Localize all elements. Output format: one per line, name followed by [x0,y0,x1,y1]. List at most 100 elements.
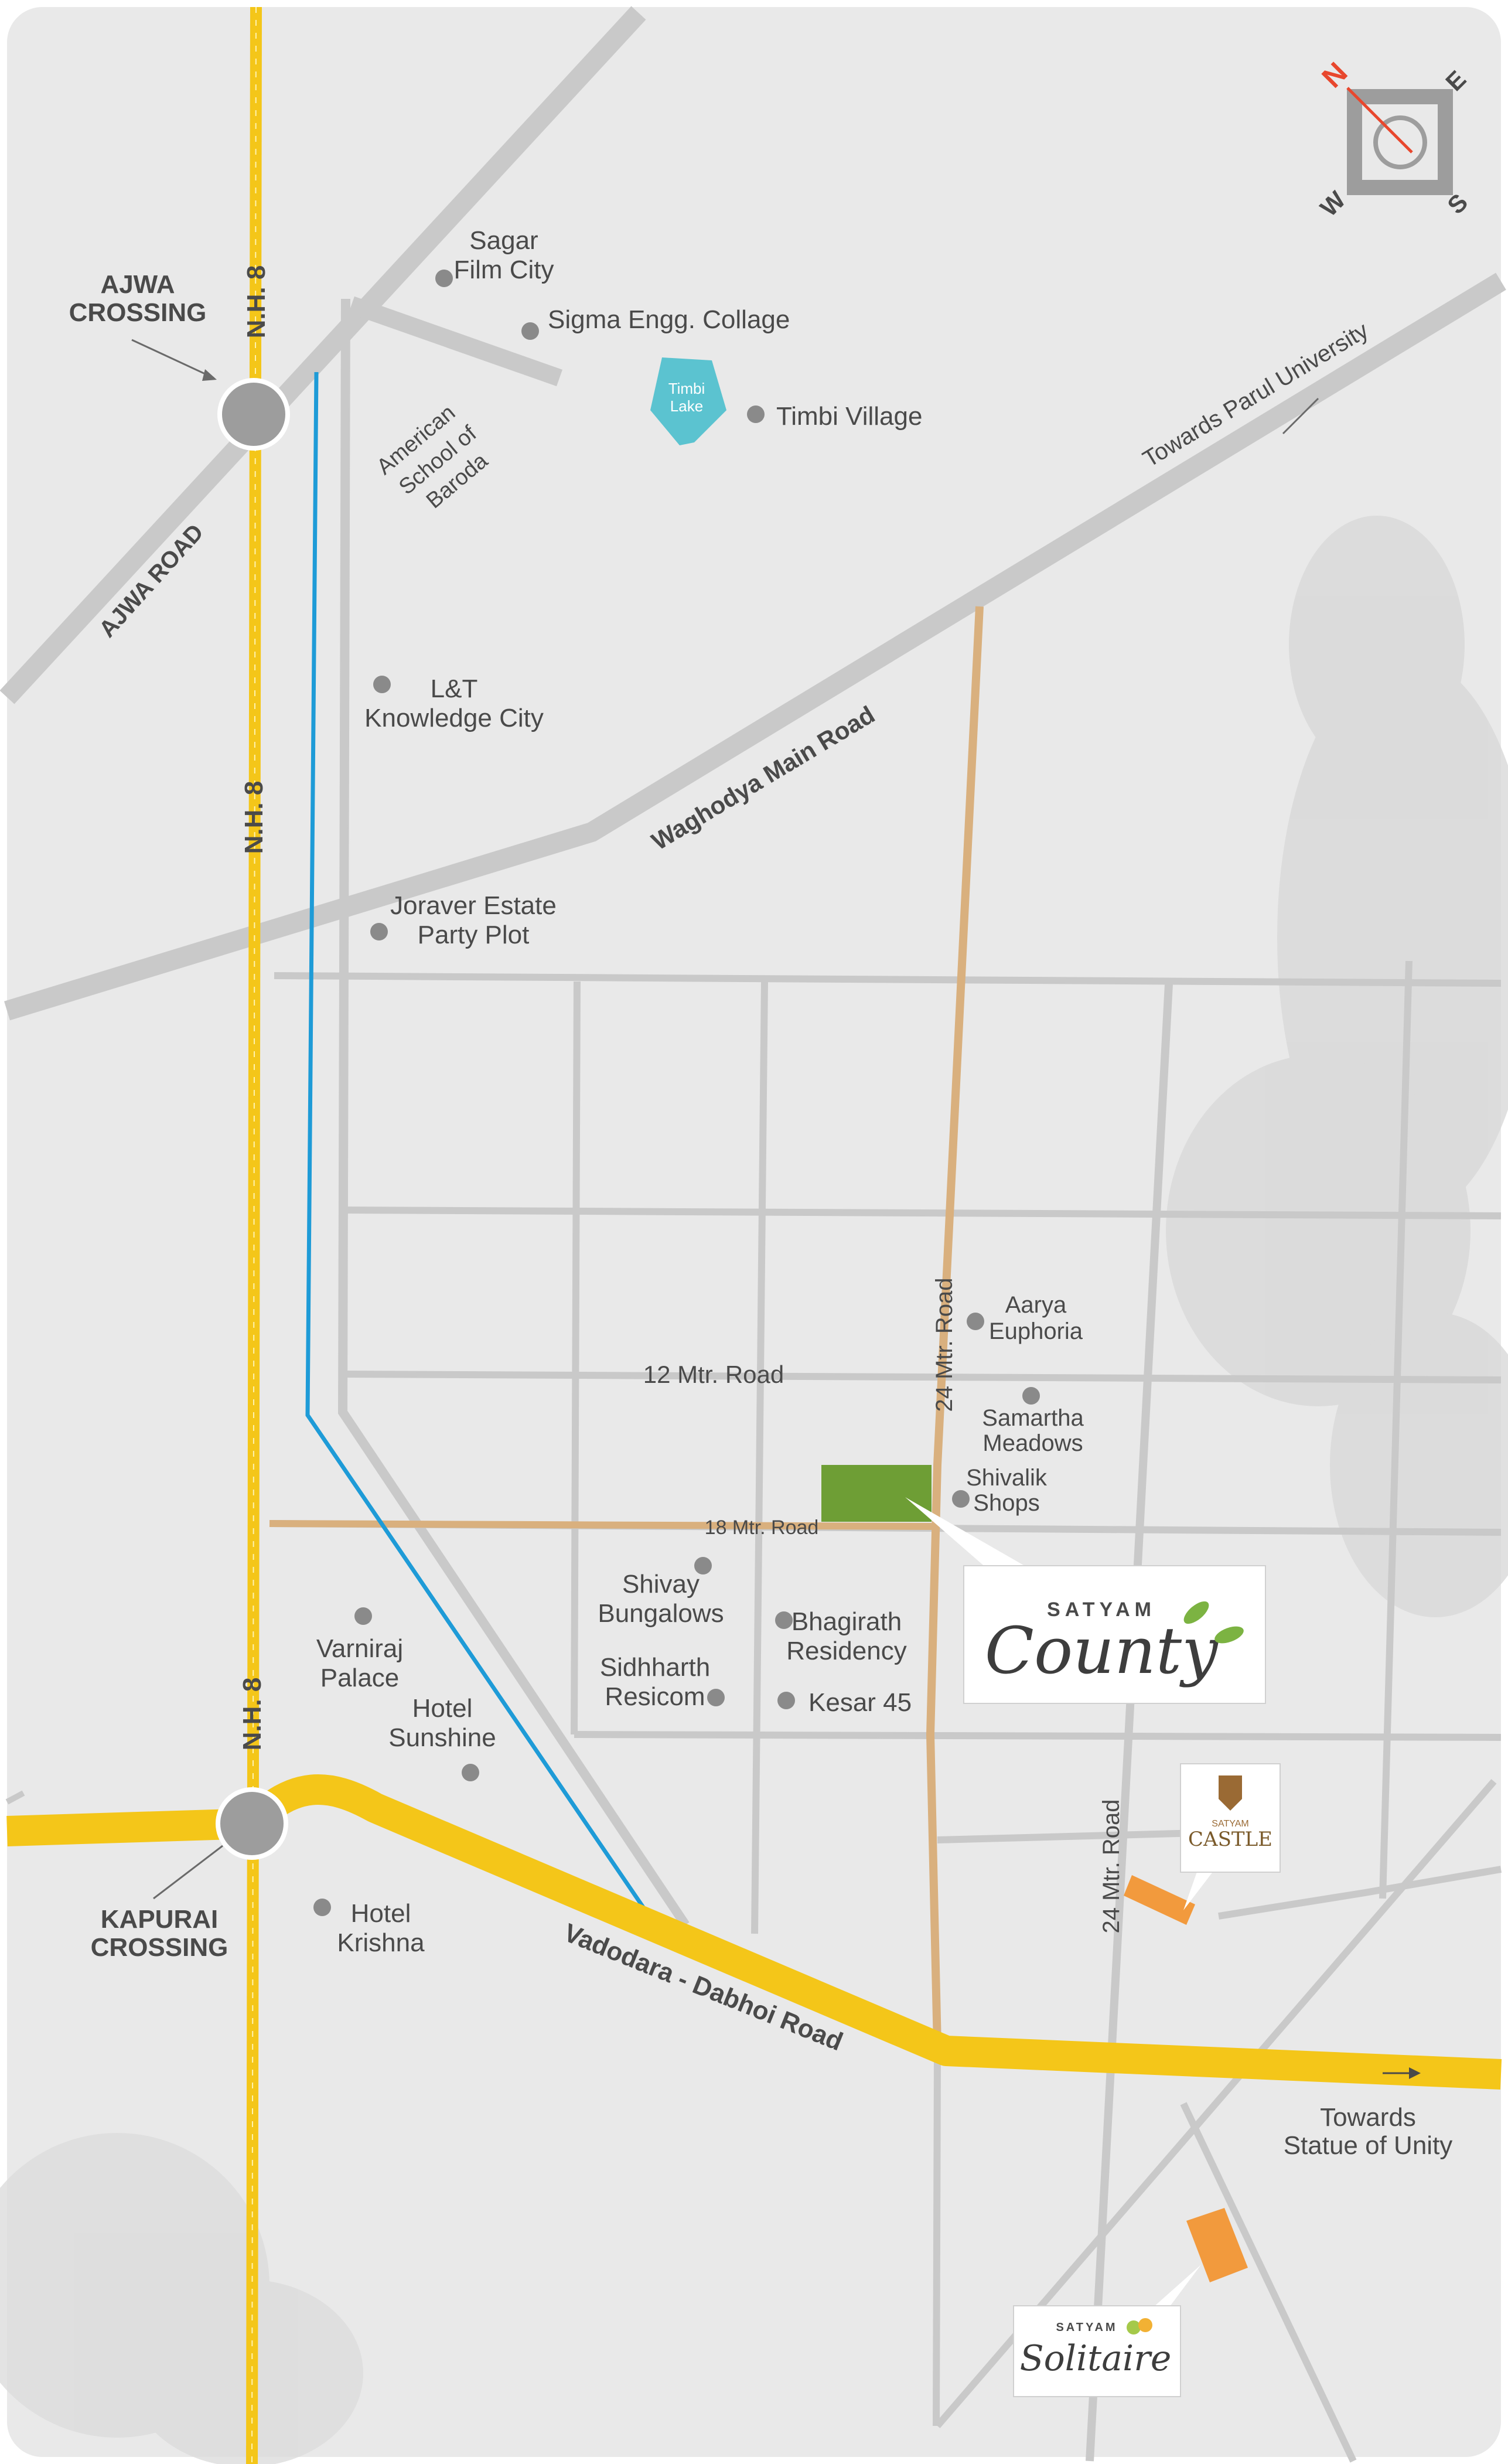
road-network [0,6,1506,2463]
solitaire-leaf-icon [1127,2318,1152,2335]
satyam-solitaire-plot[interactable] [1186,2208,1248,2282]
samartha-meadows-dot [1022,1387,1040,1405]
kapurai-crossing-circle [216,1787,288,1860]
road-12-label: 12 Mtr. Road [643,1361,784,1388]
ajwa-pointer [131,339,214,379]
kapurai-crossing-label-2: CROSSING [91,1933,228,1962]
satyam-castle-plot[interactable] [1124,1875,1195,1925]
bhagirath-residency-label-2: Residency [786,1637,906,1665]
towards-statue-arrowhead [1409,2067,1421,2079]
shivalik-shops-label-1: Shivalik [966,1465,1048,1491]
bhagirath-residency-dot [775,1611,793,1629]
satyam-castle-card[interactable]: SATYAM CASTLE [1180,1763,1281,1873]
ajwa-crossing-label-1: AJWA [100,270,175,299]
timbi-lake [650,357,726,445]
joraver-estate-label-1: Joraver Estate [390,891,557,920]
joraver-estate-dot [370,923,388,940]
road-24-east-label: 24 Mtr. Road [1098,1799,1124,1933]
kesar-45-label: Kesar 45 [808,1688,912,1717]
aarya-euphoria-dot [967,1313,984,1330]
shivalik-shops-label-2: Shops [973,1490,1039,1516]
satyam-county-card[interactable]: SATYAM County [963,1565,1266,1704]
ajwa-pointer-arrow [202,369,217,381]
hotel-sunshine-label-2: Sunshine [388,1723,496,1752]
hotel-krishna-label-1: Hotel [351,1899,411,1928]
road-18-label: 18 Mtr. Road [705,1516,819,1539]
compass-frame [1347,89,1453,195]
sigma-engg-label: Sigma Engg. Collage [548,305,790,334]
shivalik-shops-dot [952,1490,970,1508]
ajwa-crossing-circle [217,378,290,451]
castle-shield-icon [1219,1775,1242,1811]
joraver-estate-label-2: Party Plot [418,921,530,949]
aarya-euphoria-label-1: Aarya [1005,1292,1067,1318]
waghodya-main-road [4,272,1506,1021]
satyam-solitaire-name: Solitaire [1020,2338,1172,2379]
satyam-solitaire-card[interactable]: SATYAM Solitaire [1013,2305,1181,2397]
nh8-highway-centre [251,6,257,2464]
hotel-sunshine-dot [462,1764,479,1781]
road-24-main-label: 24 Mtr. Road [932,1277,957,1412]
varniraj-palace-dot [354,1607,372,1625]
canal-side-road [337,298,690,1928]
tree-silhouette-left [0,2133,363,2464]
tree-silhouette-right [1166,516,1508,1617]
satyam-castle-name: CASTLE [1188,1828,1272,1851]
hotel-sunshine-label-1: Hotel [412,1694,473,1723]
satyam-county-callout-pointer [905,1497,1043,1576]
satyam-county-name: County [985,1613,1219,1688]
kapurai-crossing-label-1: KAPURAI [101,1905,218,1934]
satyam-solitaire-callout-pointer [1148,2265,1201,2312]
timbi-village-dot [747,405,765,423]
satyam-castle-brand: SATYAM [1212,1819,1248,1829]
kapurai-pointer [153,1845,223,1900]
sagar-film-city-label-2: Film City [453,255,554,284]
samartha-meadows-label-1: Samartha [982,1405,1084,1431]
hotel-krishna-dot [313,1899,331,1916]
landmark-dots [313,270,1040,1916]
lt-knowledge-dot [373,676,391,693]
sidhharth-resicom-label-1: Sidhharth [600,1653,710,1682]
map-background [7,7,1501,2457]
towards-parul-arrow [1282,397,1319,435]
sigma-engg-dot [521,322,539,340]
shivay-bungalows-dot [694,1557,712,1574]
nh8-label-bottom: N.H. 8 [238,1678,267,1751]
towards-statue-label-2: Statue of Unity [1284,2131,1453,2160]
bhagirath-residency-label-1: Bhagirath [791,1607,902,1636]
hotel-krishna-label-2: Krishna [337,1928,425,1957]
shivay-bungalows-label-2: Bungalows [598,1599,724,1628]
kesar-45-dot [777,1692,795,1709]
lt-knowledge-label-2: Knowledge City [364,704,544,732]
leaf-icon [1183,1601,1244,1644]
samartha-meadows-label-2: Meadows [982,1430,1083,1456]
mtr-24-main-road [926,606,984,2046]
aarya-euphoria-label-2: Euphoria [989,1318,1083,1344]
ajwa-road [0,6,646,704]
nh8-label-top: N.H. 8 [242,265,271,339]
canal-line [305,372,645,1909]
nh8-label-mid: N.H. 8 [240,781,268,854]
satyam-castle-callout-pointer [1183,1860,1222,1910]
compass-needle [1346,87,1413,154]
towards-statue-label-1: Towards [1320,2103,1416,2132]
varniraj-palace-label-1: Varniraj [316,1634,403,1663]
timbi-lake-label-2: Lake [670,397,703,415]
shivay-bungalows-label-1: Shivay [622,1570,700,1599]
sidhharth-resicom-dot [707,1689,725,1706]
sagar-film-city-dot [435,270,453,287]
sagar-film-city-label-1: Sagar [469,226,538,255]
varniraj-palace-label-2: Palace [320,1664,400,1692]
satyam-county-brand: SATYAM [1047,1599,1156,1621]
compass-ring [1373,115,1427,169]
satyam-solitaire-brand: SATYAM [1056,2321,1117,2334]
sidhharth-resicom-label-2: Resicom [605,1682,705,1711]
lt-knowledge-label-1: L&T [431,674,478,703]
sigma-road [349,296,562,387]
timbi-village-label: Timbi Village [776,402,922,431]
ajwa-crossing-label-2: CROSSING [69,298,207,327]
mtr-18-road [269,1520,938,1530]
satyam-county-plot[interactable] [821,1465,932,1522]
timbi-lake-label-1: Timbi [668,380,705,397]
